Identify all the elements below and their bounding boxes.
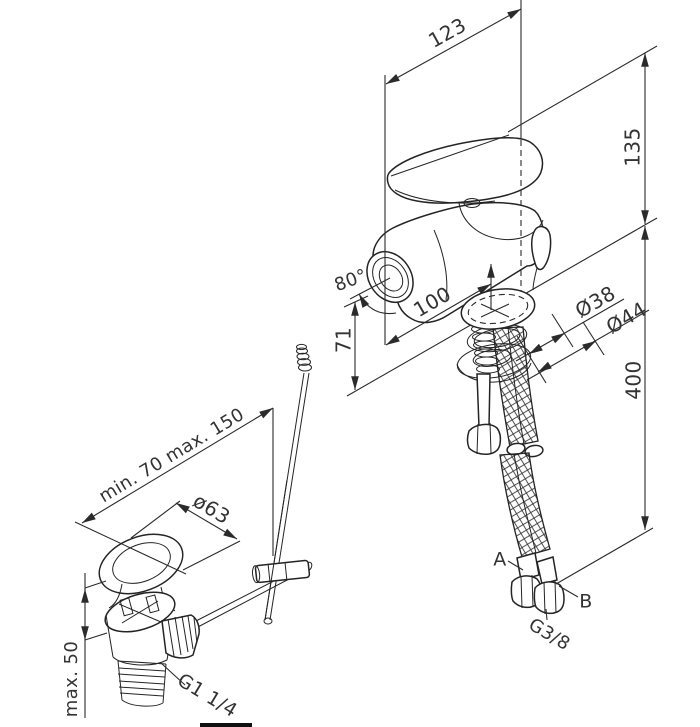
extension-line-top — [507, 45, 658, 133]
extension-tick — [84, 632, 108, 641]
arrow — [528, 343, 543, 355]
drain-waste-body — [104, 591, 200, 707]
hose-thread-label: G3/8 — [525, 608, 574, 655]
dim-label-rod-range: min. 70 max. 150 — [95, 404, 248, 507]
knob-stem — [532, 267, 538, 291]
pull-rod-over — [264, 479, 288, 621]
overflow-slot — [119, 597, 134, 617]
rod-coupler — [251, 559, 311, 584]
dim-hose-length: 400 — [622, 226, 649, 530]
hose-b-label: B — [558, 585, 592, 613]
hose-divider — [513, 453, 537, 554]
mounting-plate — [456, 343, 532, 383]
leader-line — [507, 560, 524, 571]
faucet-view: 123 135 400 — [332, 0, 658, 655]
hose-thread-text: G3/8 — [525, 614, 574, 655]
waste-thread-text: G1 1/4 — [173, 669, 241, 722]
arrow — [551, 332, 566, 344]
escutcheon-hidden-edge — [467, 293, 529, 325]
hose-nut-b — [533, 580, 565, 615]
dim-hole-dia: Ø38 — [515, 281, 625, 384]
handle-thickness — [394, 189, 496, 204]
dimension-line — [385, 8, 522, 85]
leader-line — [545, 608, 548, 621]
arrow — [582, 340, 597, 352]
hose-band — [499, 452, 551, 558]
watermark-bar — [200, 723, 252, 727]
threaded-tail — [117, 660, 167, 707]
rod-knob — [296, 343, 312, 372]
hose-end-extension-line — [555, 527, 654, 585]
dim-body-height: 135 — [507, 45, 658, 224]
hose-a-label: A — [493, 549, 524, 571]
drain-plug-top — [112, 542, 171, 584]
extension-line — [516, 335, 547, 384]
dim-label-deck-max: max. 50 — [61, 641, 82, 717]
hose-b-text: B — [579, 591, 592, 613]
extension-line — [182, 540, 241, 571]
waste-thread-label: G1 1/4 — [160, 662, 241, 722]
extension-tick — [84, 580, 107, 589]
center-mark-icon — [480, 303, 510, 318]
body-cross-icon — [118, 600, 162, 624]
dimension-line — [175, 502, 238, 540]
leader-line — [160, 662, 186, 686]
dim-label-outlet-height: 71 — [332, 327, 356, 353]
dim-label-plug-dia: ø63 — [189, 488, 235, 529]
rod-end — [263, 617, 273, 625]
popup-rod-knob — [531, 225, 552, 291]
stud-nut — [466, 422, 502, 455]
extension-line — [551, 313, 574, 348]
dim-outlet-height: 71 — [332, 295, 369, 390]
drain-view: min. 70 max. 150 ø63 max. 50 — [61, 343, 313, 722]
plug-centerline — [74, 521, 187, 575]
extension-line — [582, 321, 605, 356]
axis-line — [349, 277, 391, 300]
overflow-slot — [145, 594, 160, 614]
knurled-nut — [161, 614, 200, 659]
handle-paddle — [386, 136, 544, 204]
dim-label-hose-length: 400 — [622, 360, 646, 399]
base-assembly — [456, 264, 565, 615]
leader-line — [558, 585, 579, 598]
dimension-line — [81, 407, 274, 524]
supply-hoses-lower — [499, 452, 551, 558]
mounting-stud — [476, 373, 491, 428]
dim-spout-reach: 123 — [385, 0, 522, 140]
faucet-handle — [386, 134, 544, 204]
dimension-line — [385, 283, 492, 346]
knob — [531, 225, 552, 271]
dim-rod-range: min. 70 max. 150 — [81, 404, 274, 556]
handle-crease — [390, 134, 510, 177]
drain-plug-flange — [98, 533, 184, 595]
dim-label-body-height: 135 — [621, 127, 645, 166]
arrow — [537, 361, 552, 373]
hose-ferrule-a — [516, 552, 540, 581]
hose-divider — [507, 326, 525, 445]
cartridge-dot — [463, 198, 481, 208]
dim-label-spout-reach: 123 — [424, 13, 470, 53]
extension-tick — [343, 295, 369, 308]
extension-line — [130, 500, 181, 539]
hose-ferrule-b — [536, 556, 558, 585]
dim-deck-max: max. 50 — [61, 573, 108, 718]
hose-a-text: A — [493, 549, 506, 571]
